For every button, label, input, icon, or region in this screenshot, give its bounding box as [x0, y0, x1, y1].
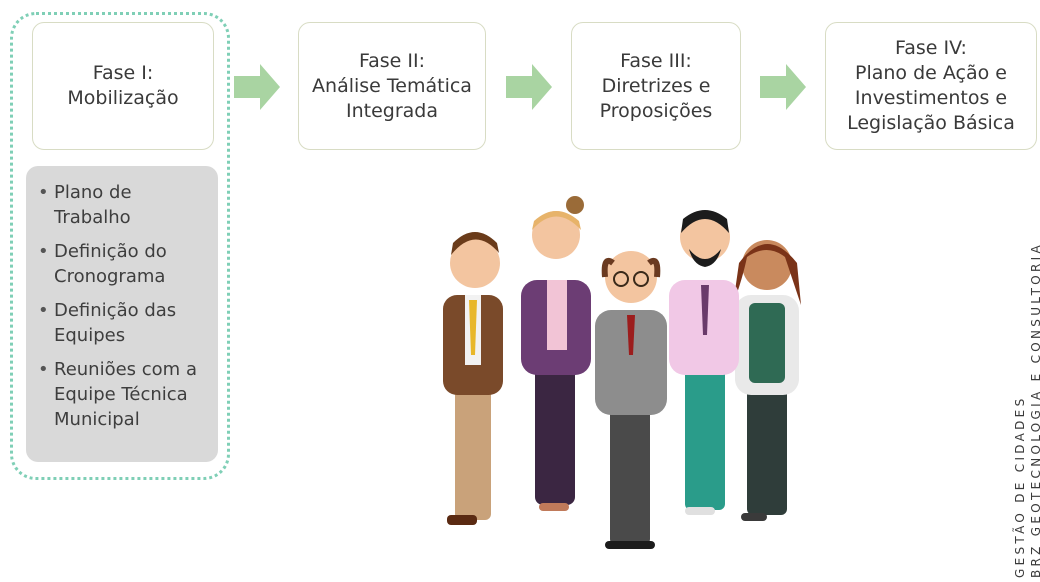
task-item: Definição das Equipes — [36, 298, 210, 348]
phase-3-box: Fase III: Diretrizes e Proposições — [571, 22, 741, 150]
phase-2-label: Fase II: Análise Temática Integrada — [312, 49, 472, 122]
vertical-brand-text: GESTÃO DE CIDADES BRZ GEOTECNOLOGIA E CO… — [1012, 242, 1040, 578]
brand-line-2: BRZ GEOTECNOLOGIA E CONSULTORIA — [1029, 241, 1040, 578]
phase-1-box: Fase I: Mobilização — [32, 22, 214, 150]
task-item: Reuniões com a Equipe Técnica Municipal — [36, 357, 210, 432]
brand-line-1: GESTÃO DE CIDADES — [1013, 395, 1027, 579]
phase-4-label: Fase IV: Plano de Ação e Investimentos e… — [847, 37, 1015, 134]
arrow-right-icon — [234, 64, 280, 110]
phase1-highlight-frame — [10, 12, 230, 480]
arrow-right-icon — [506, 64, 552, 110]
task-item: Plano de Trabalho — [36, 180, 210, 230]
arrow-right-icon — [760, 64, 806, 110]
team-illustration — [435, 185, 835, 569]
phase-3-label: Fase III: Diretrizes e Proposições — [599, 49, 713, 122]
phase-4-box: Fase IV: Plano de Ação e Investimentos e… — [825, 22, 1037, 150]
phase-1-label: Fase I: Mobilização — [67, 62, 179, 109]
phase-1-task-list: Plano de Trabalho Definição do Cronogram… — [26, 166, 218, 462]
phase-2-box: Fase II: Análise Temática Integrada — [298, 22, 486, 150]
task-item: Definição do Cronograma — [36, 239, 210, 289]
